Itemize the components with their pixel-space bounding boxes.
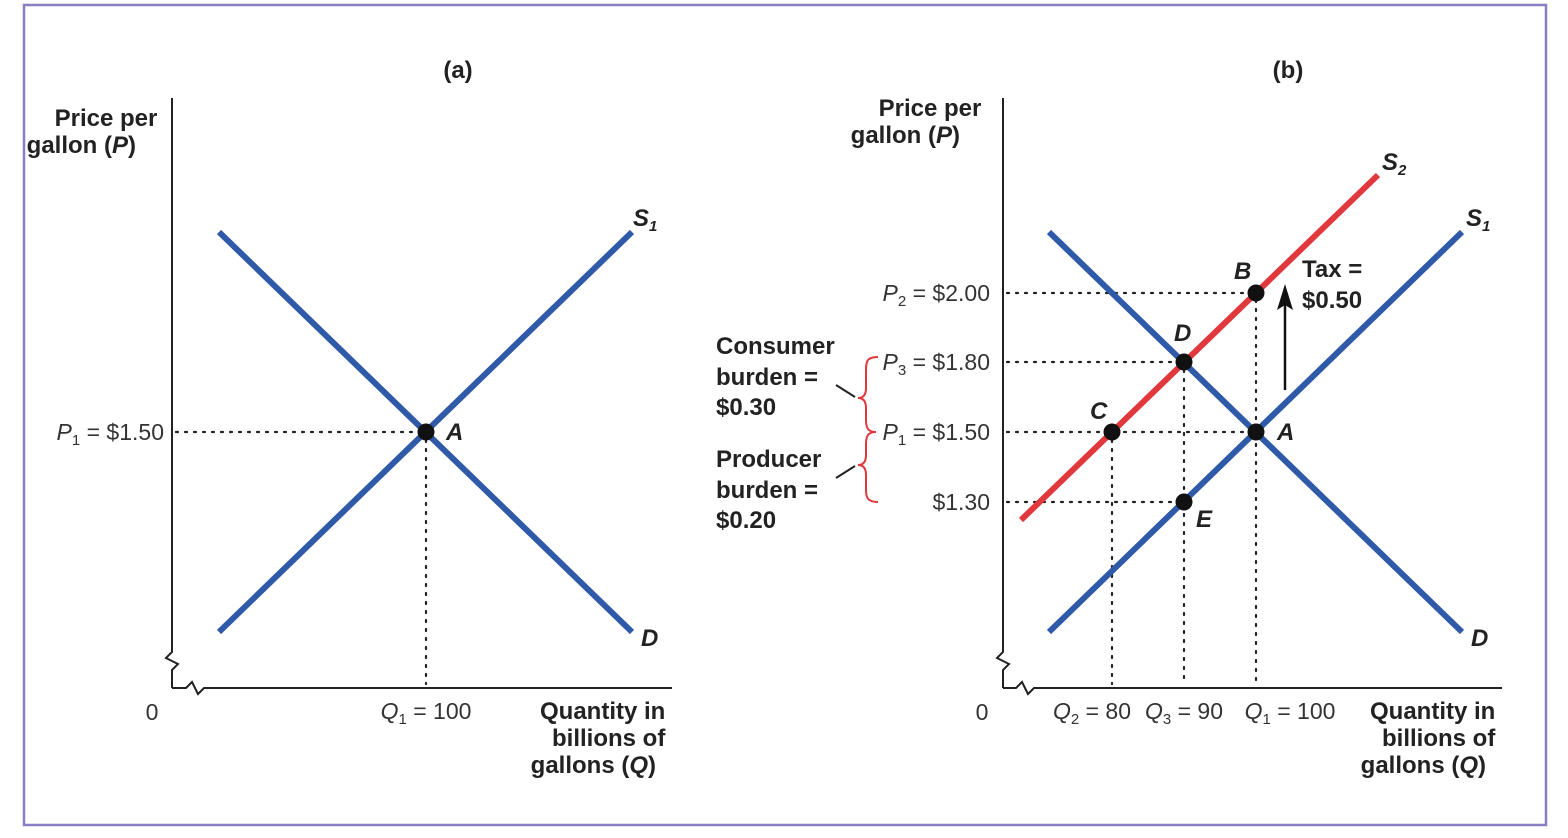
panel-b-point-b: [1247, 284, 1265, 302]
panel-a-x-tick-q1: Q1 = 100: [381, 698, 472, 728]
panel-b-x-tick-q2: Q2 = 80: [1053, 698, 1131, 728]
panel-b-supply-curve-s2: [1018, 172, 1381, 523]
panel-b-y-tick-p2: P2 = $2.00: [883, 280, 990, 310]
panel-b-point-a-label: A: [1276, 419, 1294, 446]
panel-a-point-a: [417, 423, 435, 441]
panel-b-supply-s2-label: S2: [1382, 149, 1407, 179]
panel-b-x-tick-q3: Q3 = 90: [1145, 698, 1223, 728]
figure-frame: [22, 3, 1548, 827]
panel-a-y-tick-p1: P1 = $1.50: [57, 419, 164, 449]
panel-b-origin: 0: [976, 699, 989, 725]
panel-a-title: (a): [443, 57, 472, 84]
panel-b-supply-s1-label: S1: [1466, 205, 1490, 235]
panel-a-y-axis: [164, 98, 180, 688]
panel-a: (a) Price per gallon (P) 0 S1 D A P1 = $…: [27, 57, 672, 779]
panel-b-point-e: [1175, 493, 1193, 511]
panel-b-x-axis: [1003, 680, 1502, 696]
panel-b-point-c-label: C: [1090, 398, 1108, 425]
consumer-burden-leader: [835, 384, 856, 398]
panel-b-tax-arrow-head: [1277, 284, 1293, 310]
producer-burden-label: Producer burden = $0.20: [716, 446, 828, 534]
panel-b-y-axis-label: Price per gallon (P): [851, 95, 988, 149]
panel-b-point-c: [1103, 423, 1121, 441]
panel-b-point-e-label: E: [1196, 506, 1213, 533]
panel-b-y-tick-p3: P3 = $1.80: [883, 349, 990, 379]
panel-b-title: (b): [1273, 57, 1304, 84]
panel-a-point-a-label: A: [445, 419, 463, 446]
producer-burden-leader: [835, 465, 856, 479]
panel-b-x-tick-q1: Q1 = 100: [1245, 698, 1336, 728]
panel-a-origin: 0: [146, 699, 159, 725]
panel-a-x-axis: [172, 680, 672, 696]
panel-b-x-axis-label: Quantity in billions of gallons (Q): [1361, 698, 1502, 779]
panel-b-point-d: [1175, 353, 1193, 371]
panel-b-y-tick-130: $1.30: [932, 489, 990, 515]
panel-a-y-axis-label: Price per gallon (P): [27, 105, 164, 159]
consumer-burden-label: Consumer burden = $0.30: [716, 333, 841, 421]
panel-a-supply-label: S1: [633, 205, 657, 235]
producer-burden-brace: [857, 431, 879, 503]
panel-b-tax-label: Tax = $0.50: [1302, 256, 1369, 314]
panel-b-demand-label: D: [1471, 625, 1488, 652]
panel-b-point-a: [1247, 423, 1265, 441]
panel-b-y-tick-p1: P1 = $1.50: [883, 419, 990, 449]
panel-a-x-axis-label: Quantity in billions of gallons (Q): [531, 698, 672, 779]
panel-b-y-axis: [995, 98, 1011, 688]
panel-b: (b) Price per gallon (P) 0 S2 S1 D Tax =…: [716, 57, 1502, 779]
panel-b-point-d-label: D: [1174, 320, 1191, 347]
panel-b-point-b-label: B: [1234, 258, 1251, 285]
consumer-burden-brace: [857, 356, 879, 433]
panel-a-demand-label: D: [641, 625, 658, 652]
